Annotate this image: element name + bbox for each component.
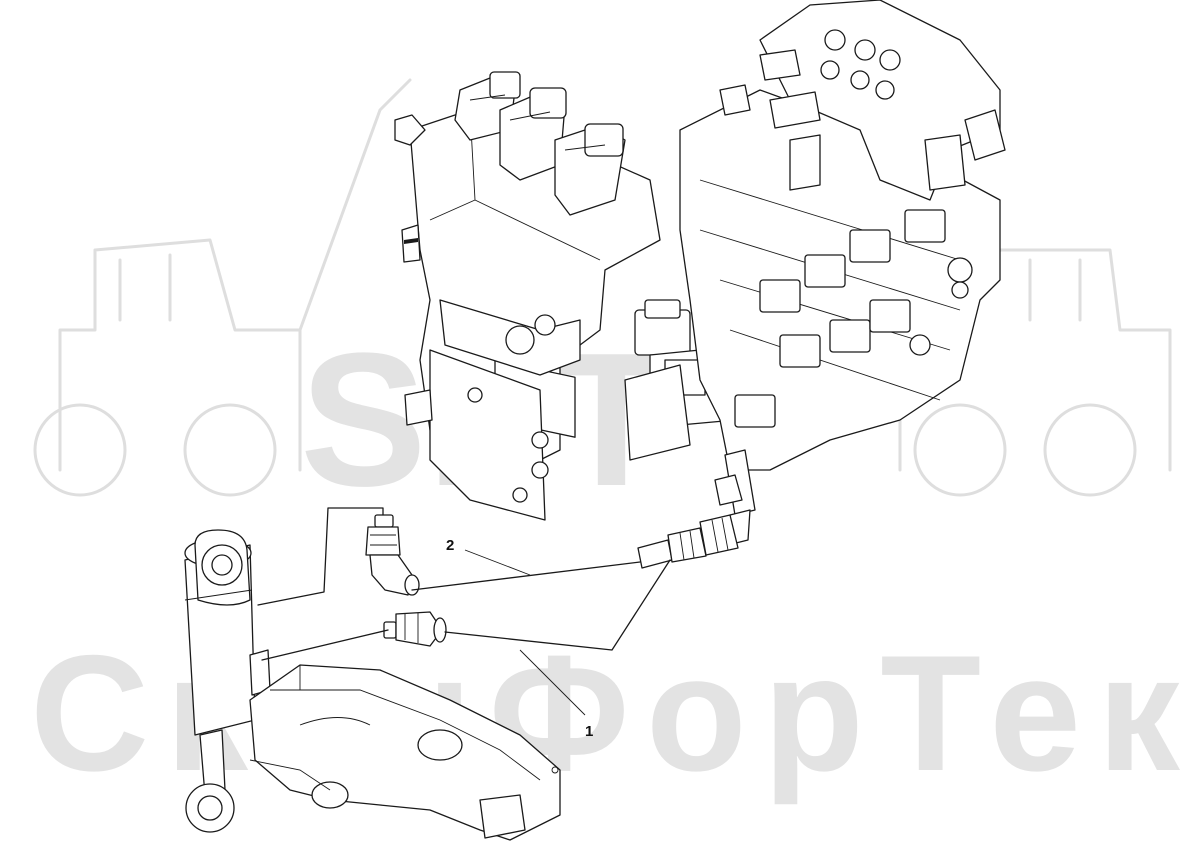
hose-line-cylinder-head bbox=[257, 507, 384, 606]
hose-line-2 bbox=[411, 561, 641, 591]
callout-2: 2 bbox=[446, 537, 531, 576]
elbow-fitting-group bbox=[454, 71, 626, 216]
control-valve-block bbox=[394, 0, 1006, 546]
watermark-left-tractor-graphic bbox=[33, 78, 412, 497]
valve-outlet-fitting bbox=[637, 514, 739, 569]
lift-arm-bracket bbox=[249, 664, 561, 841]
callout-1: 1 bbox=[519, 649, 593, 740]
straight-fitting-1 bbox=[383, 611, 447, 647]
top-manifold bbox=[719, 0, 1006, 201]
elbow-fitting-2 bbox=[365, 514, 420, 596]
hose-line-cylinder-base bbox=[261, 629, 389, 661]
callout-1-label: 1 bbox=[585, 723, 593, 740]
hydraulic-cylinder bbox=[184, 529, 271, 833]
callout-2-label: 2 bbox=[446, 537, 454, 554]
hose-line-1 bbox=[444, 559, 671, 651]
hose-lines bbox=[257, 507, 671, 661]
